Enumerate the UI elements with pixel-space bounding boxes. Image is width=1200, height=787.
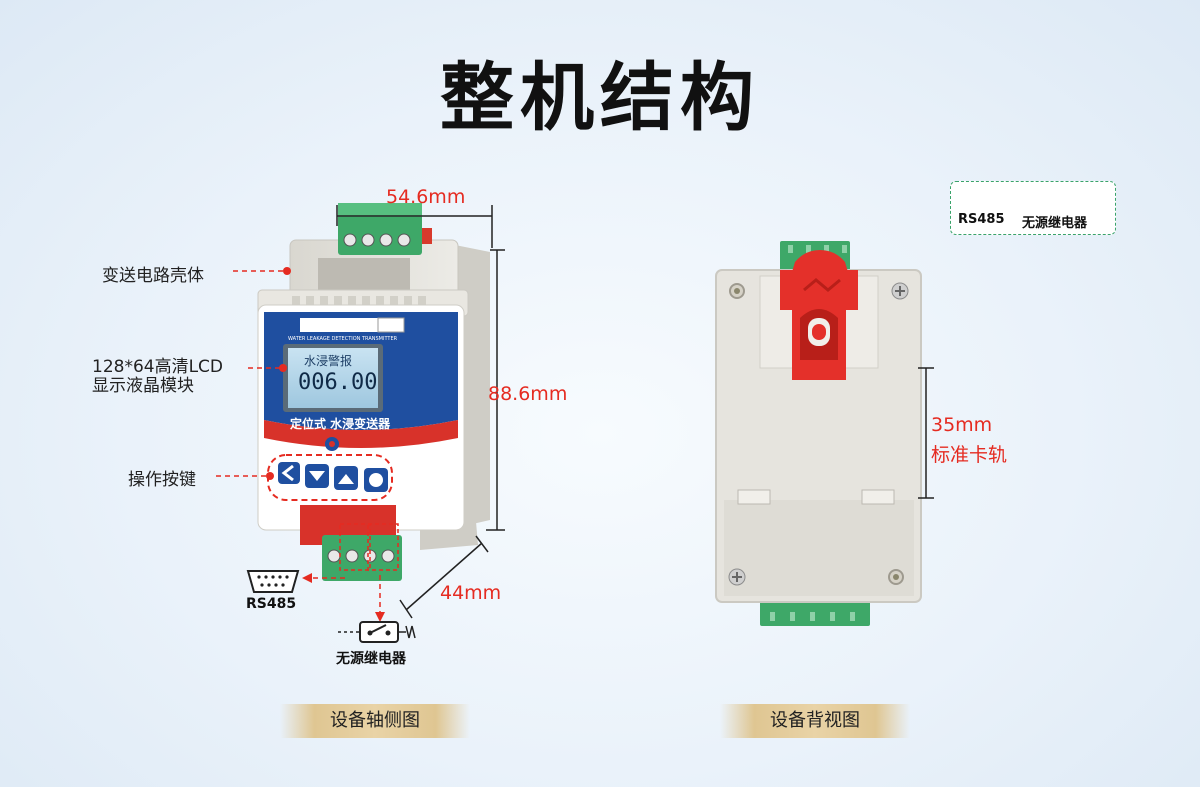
back-view-device	[715, 241, 922, 626]
relay-switch-icon	[338, 621, 416, 643]
lcd-title: 水浸警报	[304, 354, 353, 368]
dimension-height: 88.6mm	[488, 383, 568, 405]
caption-right: 设备背视图	[720, 704, 910, 738]
dimension-rail-label: 标准卡轨	[931, 444, 1008, 466]
front-buttons	[278, 462, 388, 492]
caption-left: 设备轴侧图	[280, 704, 470, 738]
lcd-value: 006.00	[298, 370, 378, 395]
rail-dimension	[918, 367, 934, 499]
device-subtitle-en: WATER LEAKAGE DETECTION TRANSMITTER	[288, 336, 398, 342]
dimension-depth: 44mm	[440, 582, 502, 604]
callout-housing: 变送电路壳体	[102, 266, 204, 286]
dimension-width: 54.6mm	[386, 186, 466, 208]
legend-box	[950, 181, 1116, 235]
output-relay-label: 无源继电器	[336, 651, 406, 667]
callout-lcd-line2: 显示液晶模块	[92, 376, 194, 396]
output-rs485-label: RS485	[246, 596, 297, 612]
page-title: 整机结构	[440, 55, 760, 141]
terminal-number-strip	[300, 317, 405, 333]
callout-dots	[266, 267, 291, 480]
top-terminal-block	[338, 203, 432, 255]
callout-buttons: 操作按键	[128, 470, 196, 490]
legend-relay-label: 无源继电器	[1022, 216, 1088, 231]
device-product-name: 定位式 水浸变送器	[290, 417, 391, 431]
legend-rs485-label: RS485	[958, 212, 1005, 227]
bottom-terminal-block	[322, 535, 402, 581]
dimension-rail: 35mm	[931, 414, 993, 436]
callout-leaders	[216, 270, 381, 615]
din-rail-clip	[780, 250, 858, 380]
isometric-device	[257, 203, 490, 581]
callout-lcd-line1: 128*64高清LCD	[92, 357, 224, 377]
rs485-connector-icon	[246, 570, 300, 593]
dimension-lines	[336, 205, 505, 619]
lcd-screen	[288, 348, 378, 408]
